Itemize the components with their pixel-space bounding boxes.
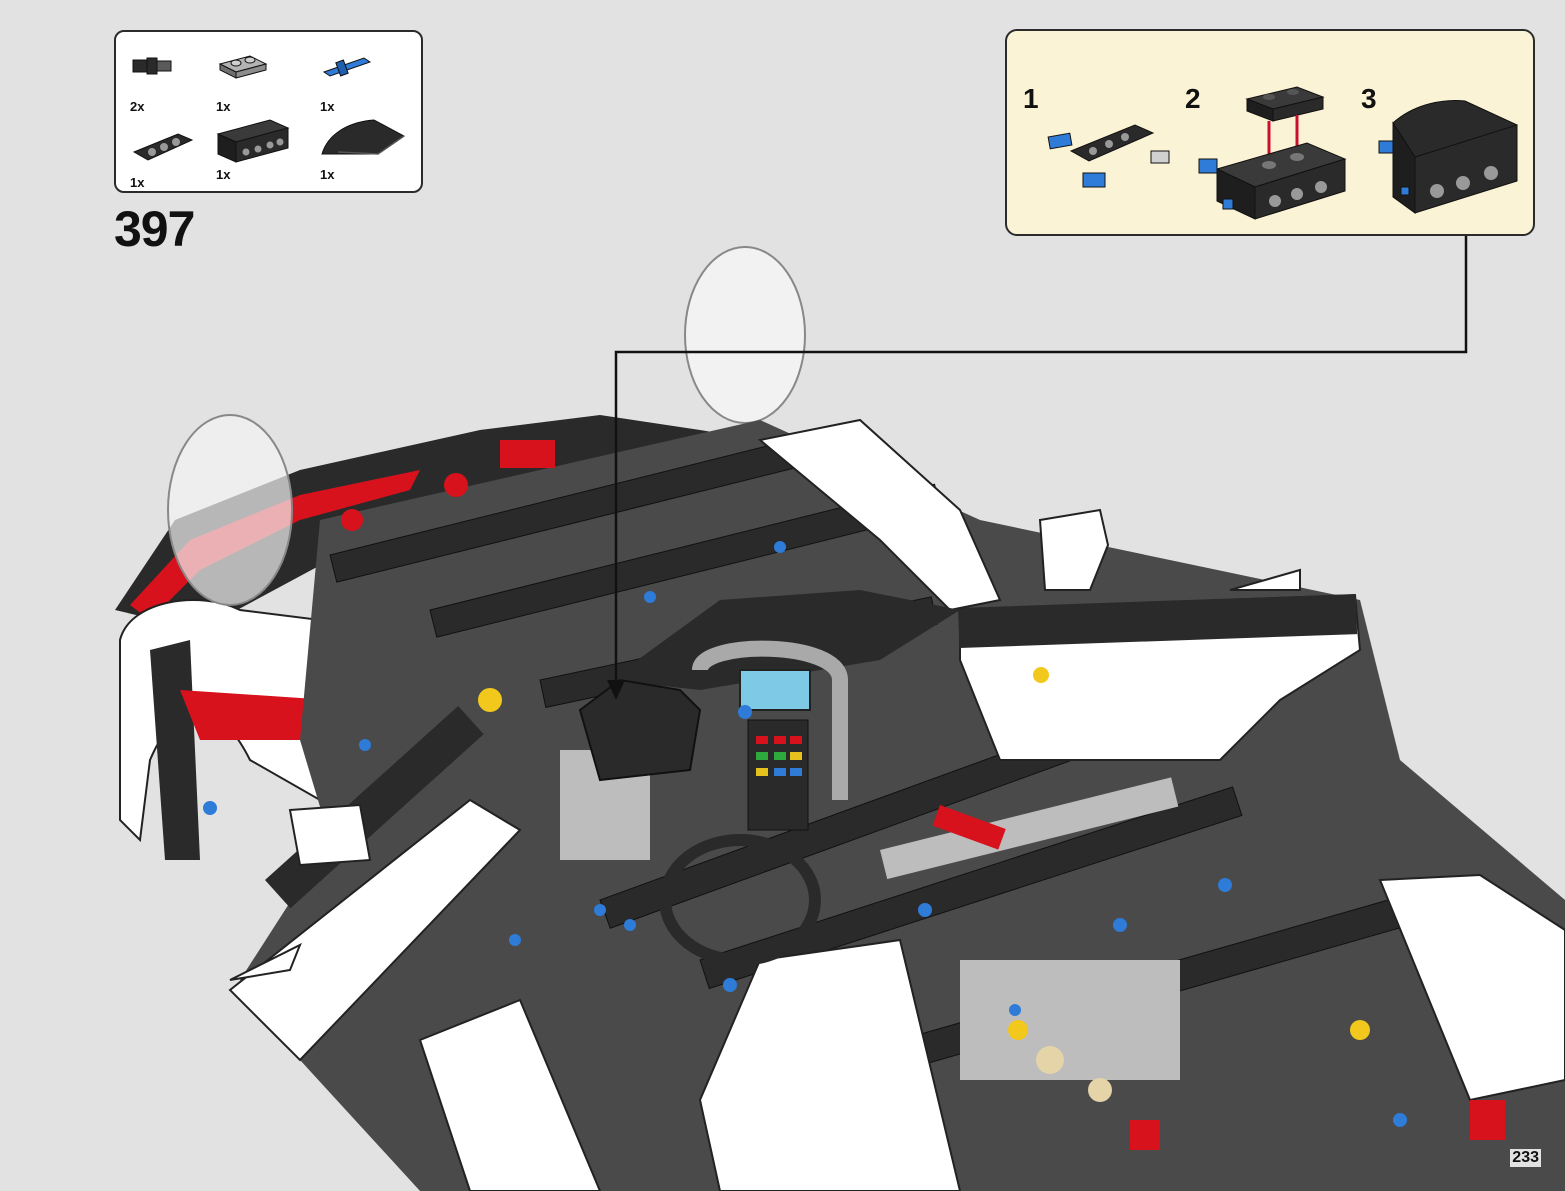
step-number: 397: [114, 201, 195, 257]
part-quantity: 1x: [320, 167, 335, 182]
sub-assembly-box: 1 2 3: [1005, 29, 1535, 236]
sub-step-number: 1: [1023, 83, 1039, 114]
part-item: 1x: [318, 114, 408, 184]
black-wedge-curved-slope-icon: [321, 119, 405, 155]
page-number: 233: [1510, 1149, 1541, 1167]
part-quantity: 2x: [130, 99, 145, 114]
sub-step-number: 2: [1185, 83, 1201, 114]
blue-axle-pin-icon: [322, 57, 372, 77]
part-item: 1x: [214, 114, 304, 184]
grey-plate-1x2-icon: [218, 55, 268, 79]
sub-step-number: 3: [1361, 83, 1377, 114]
part-quantity: 1x: [216, 167, 231, 182]
part-item: 1x: [214, 46, 304, 116]
black-brick-1x4-with-holes-icon: [216, 119, 290, 163]
black-pin-with-bush-icon: [132, 57, 172, 75]
part-quantity: 1x: [130, 175, 145, 190]
parts-list-box: 2x 1x 1x 1x 1x: [114, 30, 423, 193]
part-item: 1x: [318, 46, 408, 116]
part-item: 1x: [128, 122, 218, 192]
black-beam-3-icon: [132, 133, 194, 161]
part-quantity: 1x: [216, 99, 231, 114]
part-quantity: 1x: [320, 99, 335, 114]
part-item: 2x: [128, 46, 218, 116]
beam-with-pins-subassembly-icon: [1047, 124, 1170, 188]
brick-with-plate-subassembly-icon: [1198, 86, 1347, 220]
completed-wedge-subassembly-icon: [1378, 100, 1519, 214]
